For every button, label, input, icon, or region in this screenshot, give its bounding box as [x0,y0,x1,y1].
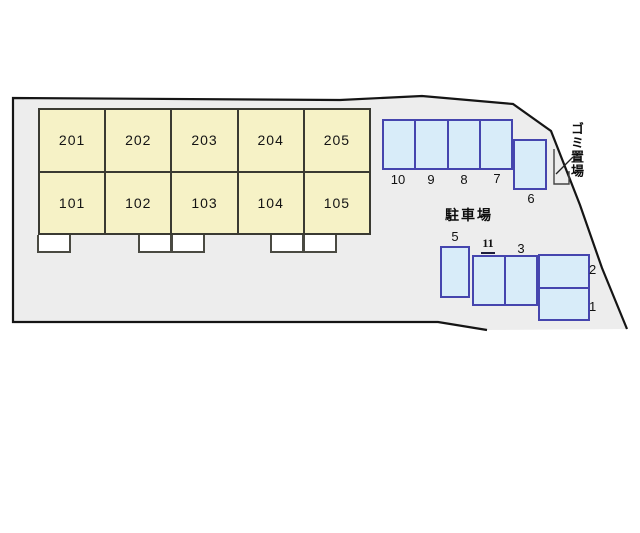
parking-stall [384,121,415,168]
parking-space-label: 9 [427,172,435,187]
parking-stall [513,139,547,190]
parking-space-label: 3 [517,241,525,256]
parking-block-11-3 [472,255,538,306]
room-cell: 204 [238,110,303,171]
entrance-porch [138,235,172,253]
room-cell: 102 [106,172,171,233]
garbage-enclosure-outline [553,149,570,185]
parking-stall [540,288,588,319]
parking-stall [480,121,511,168]
entrance-porch [37,235,71,253]
parking-space-label: 8 [460,172,468,187]
room-cell: 202 [106,110,171,171]
parking-stall [474,257,504,304]
parking-row-upper [382,119,513,170]
parking-stall [440,246,470,298]
parking-stall [448,121,479,168]
garbage-area-label: ゴミ置場 [569,122,584,178]
parking-stall [540,256,588,287]
parking-space-label: 11 [477,236,499,254]
parking-space-label: 7 [493,171,501,186]
room-cell: 101 [40,172,105,233]
room-cell: 205 [304,110,369,171]
parking-stall [506,257,536,304]
parking-space-label: 2 [589,262,597,277]
room-cell: 201 [40,110,105,171]
room-cell: 104 [238,172,303,233]
site-boundary-line [11,94,629,332]
entrance-porch [270,235,304,253]
parking-space-label: 5 [451,229,459,244]
apartment-building: 201 202 203 204 205 101 102 103 104 105 [38,108,371,235]
parking-space-label: 10 [390,172,406,187]
parking-block-2-1 [538,254,590,321]
garbage-leader-line [555,156,574,175]
entrance-porch [171,235,205,253]
room-cell: 103 [172,172,237,233]
parking-space-label: 1 [589,299,597,314]
room-cell: 203 [172,110,237,171]
parking-space-label: 6 [527,191,535,206]
parking-area-label: 駐車場 [445,207,493,223]
parking-stall [416,121,447,168]
entrance-porch [303,235,337,253]
room-cell: 105 [304,172,369,233]
